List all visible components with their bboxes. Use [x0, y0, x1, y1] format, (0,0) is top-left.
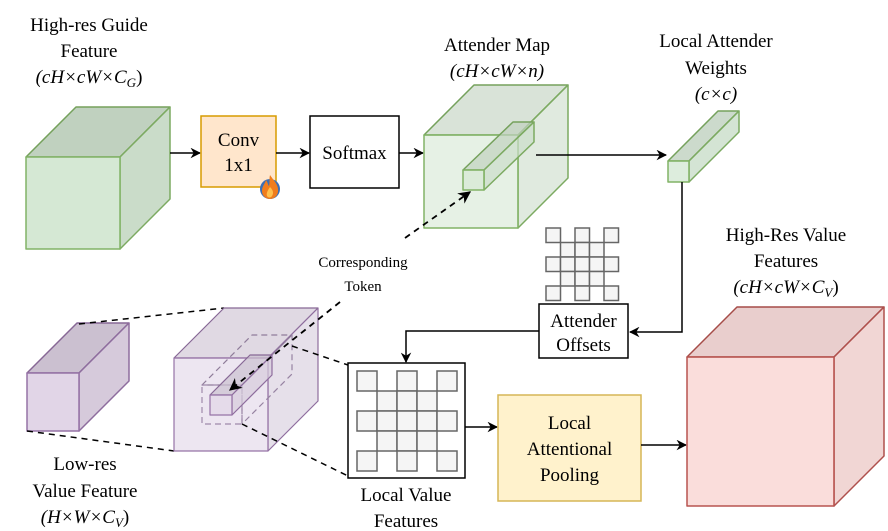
conv-label-line2: 1x1: [224, 155, 253, 176]
cube-front-face: [462, 169, 485, 191]
local-attender-weights-rod: [667, 110, 740, 183]
conv-label-line1: Conv: [218, 130, 260, 151]
grid-cell: [588, 270, 605, 287]
attender-map-label: Attender Map: [444, 35, 550, 56]
window-line-bottom: [241, 423, 349, 477]
low-res-label-line2: Value Feature: [33, 481, 138, 502]
grid-cell: [436, 450, 458, 472]
offset-pattern-grid: [545, 227, 620, 302]
local-values-label-line1: Local Value: [361, 485, 452, 506]
token-label-bg: [312, 250, 412, 296]
high-res-shape: (cH×cW×CV): [733, 277, 838, 300]
grid-cell: [356, 370, 378, 392]
grid-cell: [603, 227, 620, 244]
grid-cell: [559, 241, 576, 258]
softmax-label: Softmax: [322, 143, 387, 164]
token-label-line1: Corresponding: [318, 255, 408, 271]
grid-cell: [436, 370, 458, 392]
grid-cell: [574, 241, 591, 258]
token-arrow-to-low-res: [229, 301, 341, 391]
cube-front-face: [25, 156, 121, 250]
grid-cell: [416, 410, 438, 432]
grid-cell: [396, 370, 418, 392]
grid-cell: [603, 256, 620, 273]
local-values-label-line2: Features: [374, 511, 438, 531]
grid-cell: [588, 241, 605, 258]
grid-cell: [545, 227, 562, 244]
pooling-label-line2: Attentional: [527, 439, 612, 460]
softmax-box: [309, 115, 400, 189]
local-value-grid: [356, 370, 458, 472]
weights-label-line2: Weights: [685, 58, 747, 79]
edge-offsets-to-local-values: [400, 330, 539, 364]
attender-map-shape: (cH×cW×n): [450, 61, 544, 82]
cube-front-face: [209, 394, 233, 416]
flame-icon: [260, 175, 280, 199]
grid-cell: [545, 256, 562, 273]
guide-feature-shape: (cH×cW×CG): [36, 67, 143, 90]
low-res-shape: (H×W×CV): [41, 507, 129, 530]
grid-cell: [559, 270, 576, 287]
low-res-zoom-cube: [173, 307, 319, 452]
grid-cell: [416, 390, 438, 412]
grid-cell: [396, 390, 418, 412]
grid-cell: [574, 256, 591, 273]
pooling-label-line3: Pooling: [540, 465, 600, 486]
grid-cell: [376, 430, 398, 452]
token-label-line2: Token: [344, 279, 382, 295]
high-res-label-line1: High-Res Value: [726, 225, 847, 246]
grid-cell: [559, 256, 576, 273]
weights-label-line1: Local Attender: [659, 31, 773, 52]
attender-map-cube: [423, 84, 569, 229]
grid-cell: [416, 430, 438, 452]
grid-cell: [396, 410, 418, 432]
offsets-label-line2: Offsets: [556, 335, 611, 356]
cube-front-face: [686, 356, 835, 507]
edge-weights-to-offsets: [628, 182, 683, 338]
high-res-value-cube: [686, 306, 885, 507]
pooling-label-line1: Local: [548, 413, 591, 434]
grid-cell: [376, 390, 398, 412]
grid-cell: [376, 410, 398, 432]
grid-cell: [436, 410, 458, 432]
grid-cell: [574, 227, 591, 244]
zoom-line-top: [78, 307, 225, 325]
guide-feature-cube: [25, 106, 171, 250]
local-attentional-pooling-box: [497, 394, 642, 502]
grid-cell: [603, 285, 620, 302]
offsets-label-line1: Attender: [550, 311, 617, 332]
guide-feature-label-line2: Feature: [61, 41, 118, 62]
weights-shape: (c×c): [695, 84, 737, 105]
conv-box: [200, 115, 277, 188]
grid-cell: [588, 256, 605, 273]
low-res-label-line1: Low-res: [53, 454, 116, 475]
grid-cell: [356, 450, 378, 472]
cube-front-face: [26, 372, 80, 432]
grid-cell: [396, 430, 418, 452]
high-res-label-line2: Features: [754, 251, 818, 272]
grid-cell: [574, 270, 591, 287]
grid-cell: [356, 410, 378, 432]
guide-feature-label-line1: High-res Guide: [30, 15, 148, 36]
cube-front-face: [667, 160, 690, 183]
grid-cell: [574, 285, 591, 302]
grid-cell: [396, 450, 418, 472]
low-res-value-cube: [26, 322, 130, 432]
zoom-line-bottom: [26, 430, 175, 452]
grid-cell: [545, 285, 562, 302]
token-arrow-to-attender-map: [404, 191, 472, 239]
window-line-top: [291, 345, 349, 366]
